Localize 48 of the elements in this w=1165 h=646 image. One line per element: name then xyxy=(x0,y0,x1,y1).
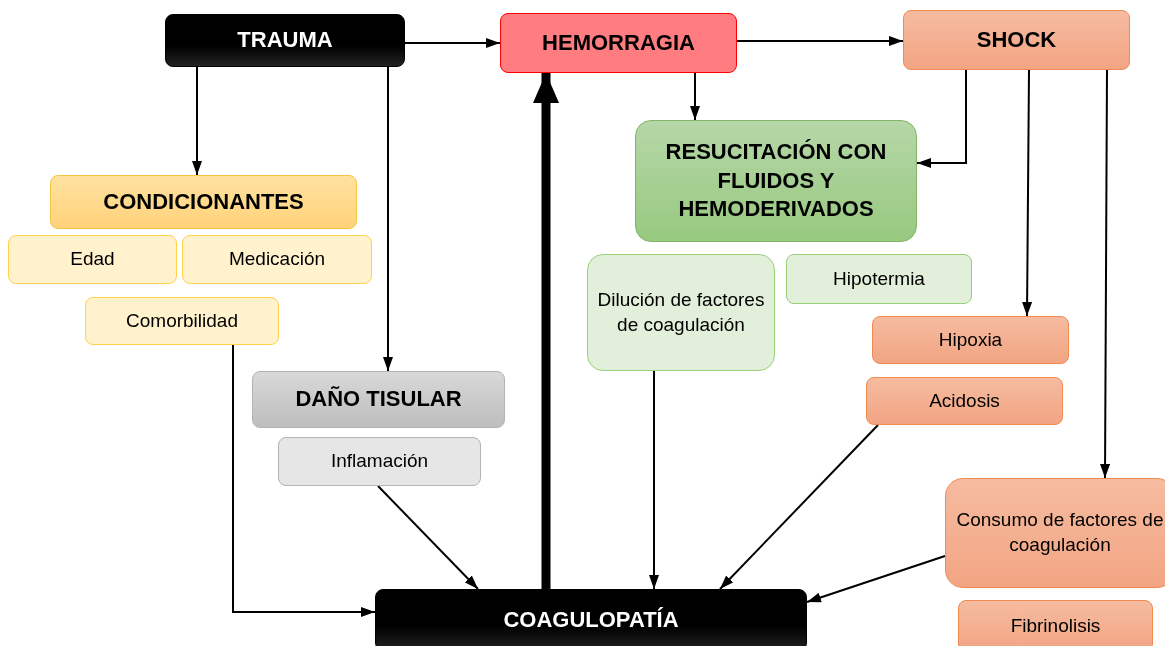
concept-box xyxy=(278,437,481,486)
concept-box xyxy=(958,600,1153,646)
concept-box xyxy=(85,297,279,345)
arrow xyxy=(736,36,904,46)
arrow xyxy=(232,344,376,617)
concept-box xyxy=(635,120,917,242)
box-label: Medicación xyxy=(228,247,326,272)
title-box xyxy=(500,13,737,73)
box-label: Comorbilidad xyxy=(126,308,238,333)
arrow xyxy=(1022,69,1033,317)
box-label: TRAUMA xyxy=(237,26,333,55)
box-label: Dilución de factores de coagulación xyxy=(596,287,766,337)
concept-box xyxy=(866,377,1063,425)
arrow xyxy=(1100,69,1111,479)
box-label: SHOCK xyxy=(976,25,1057,54)
arrow xyxy=(690,72,700,121)
concept-box xyxy=(587,254,775,371)
box-label: DAÑO TISULAR xyxy=(295,385,462,414)
box-label: Hipotermia xyxy=(833,266,925,291)
title-box xyxy=(165,14,405,67)
box-label: COAGULOPATÍA xyxy=(503,605,679,634)
box-label: RESUCITACIÓN CON FLUIDOS Y HEMODERIVADOS xyxy=(664,138,888,224)
concept-box xyxy=(50,175,357,229)
arrow xyxy=(404,38,501,48)
title-box xyxy=(375,589,807,646)
arrow xyxy=(719,424,879,590)
box-label: Inflamación xyxy=(330,449,429,474)
box-label: Edad xyxy=(70,247,115,272)
box-label: Fibrinolisis xyxy=(1010,613,1101,638)
arrow xyxy=(383,66,393,372)
arrow xyxy=(649,370,659,590)
concept-box xyxy=(8,235,177,284)
box-label: CONDICIONANTES xyxy=(103,187,304,216)
arrow xyxy=(192,66,202,176)
arrow xyxy=(533,73,559,589)
box-label: Hipoxia xyxy=(938,327,1003,352)
box-label: Acidosis xyxy=(929,388,1000,413)
box-label: HEMORRAGIA xyxy=(542,28,695,57)
concept-box xyxy=(872,316,1069,364)
arrow xyxy=(377,485,479,590)
box-label: Consumo de factores de coagulación xyxy=(955,508,1165,557)
concept-box xyxy=(182,235,372,284)
concept-box xyxy=(252,371,505,428)
concept-box xyxy=(903,10,1130,70)
arrow xyxy=(916,69,967,168)
concept-box xyxy=(786,254,972,304)
arrow xyxy=(806,555,946,603)
concept-box xyxy=(945,478,1165,588)
